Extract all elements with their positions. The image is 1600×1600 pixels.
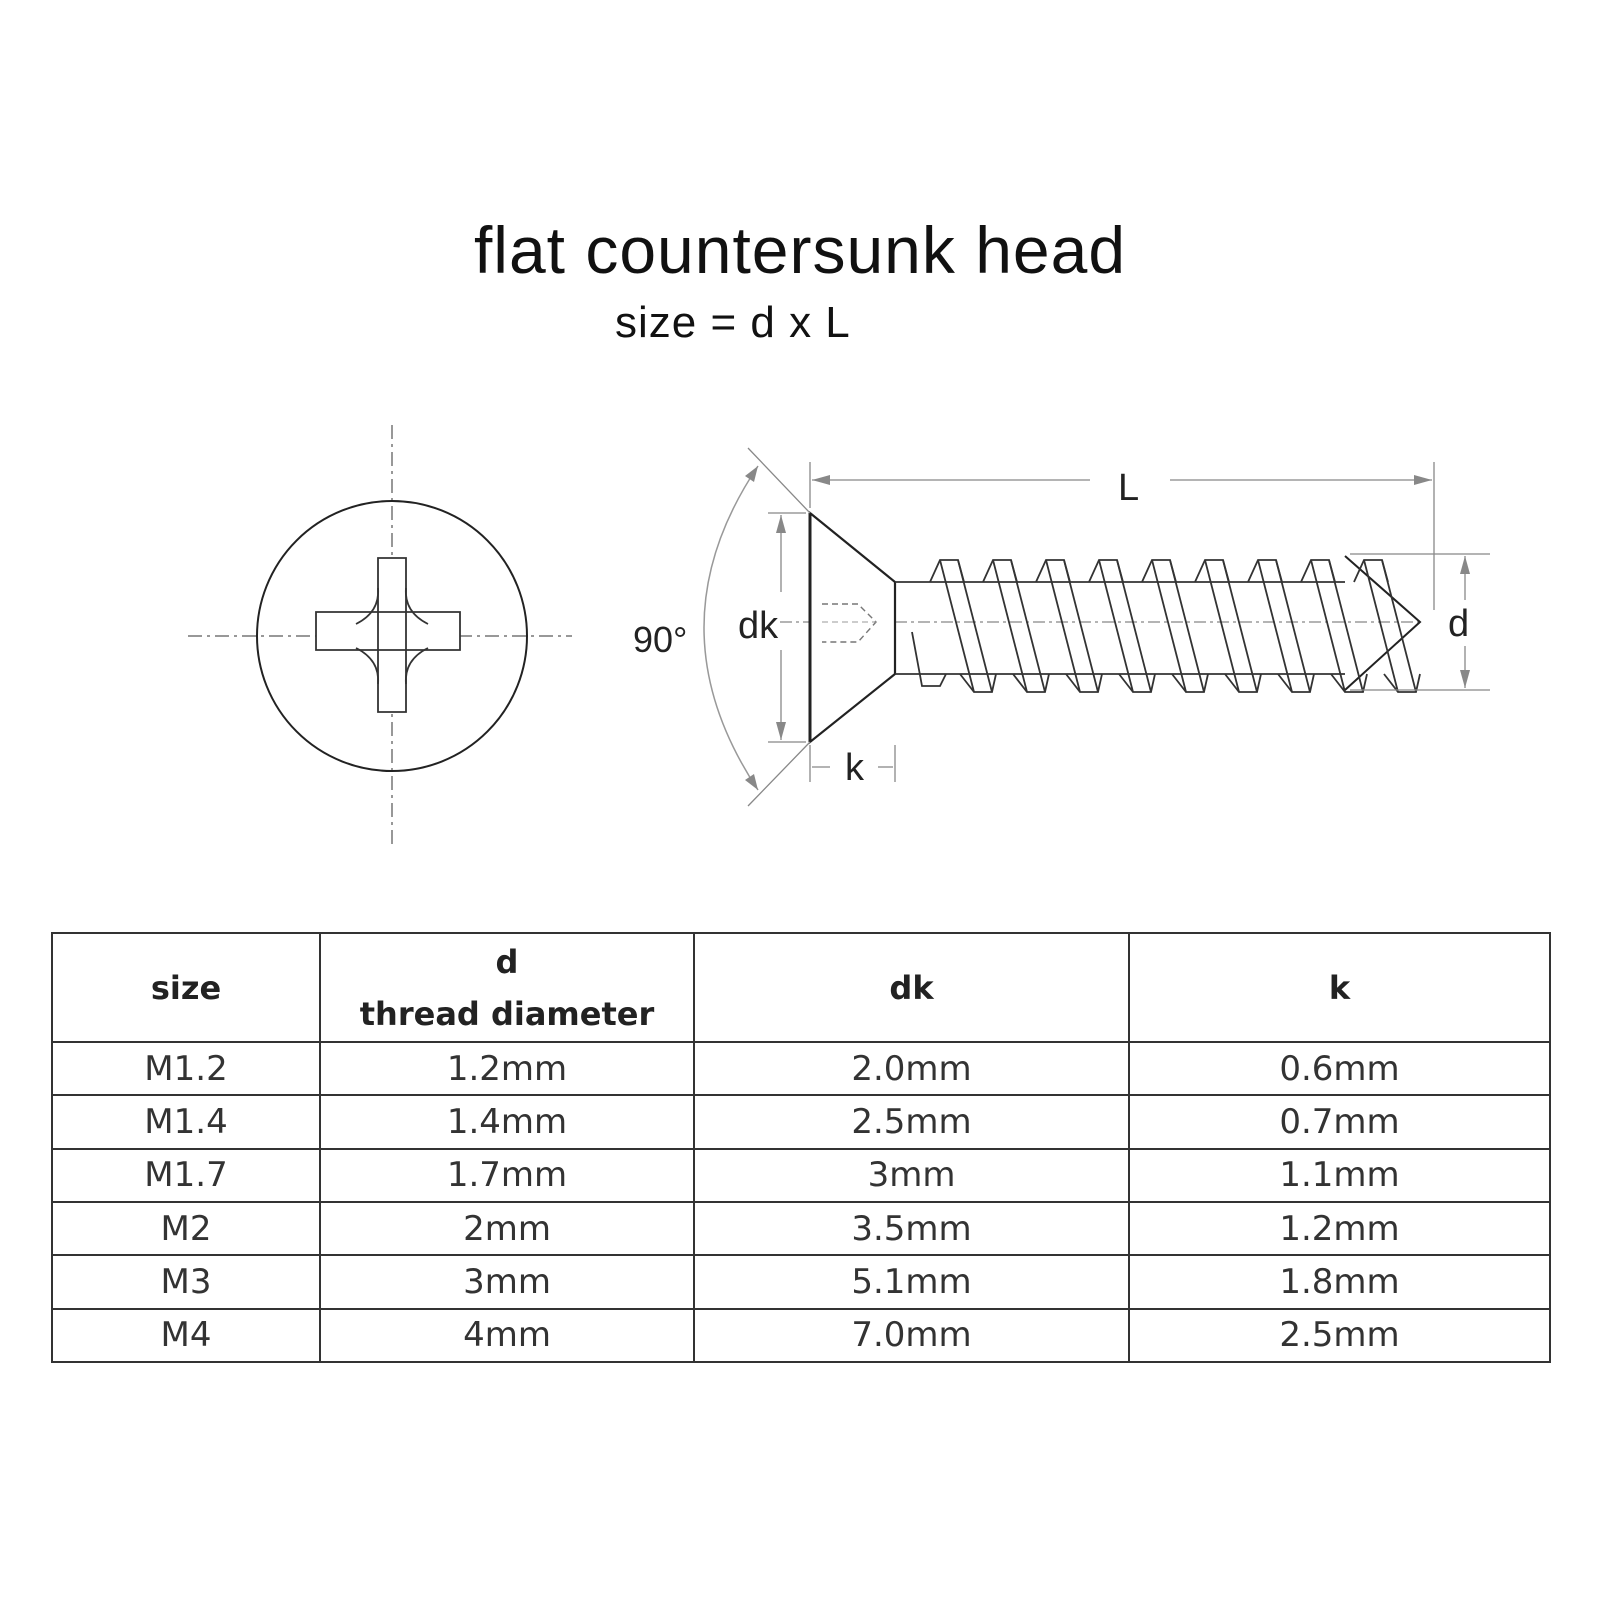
screw-side-view: [703, 447, 1490, 807]
thread-crest: [1277, 673, 1315, 693]
thread-crest: [1224, 673, 1262, 693]
thread-flank: [1275, 559, 1311, 693]
thread-crest: [1330, 673, 1368, 693]
thread-flank: [1169, 559, 1205, 693]
thread-flank: [1098, 559, 1134, 693]
cell-d: 2mm: [319, 1200, 695, 1257]
thread-flank: [1116, 559, 1152, 693]
thread-flank: [1222, 559, 1258, 693]
header-size: size: [51, 932, 321, 1043]
cell-dk: 2.0mm: [693, 1040, 1130, 1097]
thread-flank: [1381, 559, 1417, 693]
cell-size: M3: [51, 1254, 321, 1310]
cell-size: M2: [51, 1200, 321, 1257]
thread-crest: [959, 673, 997, 693]
size-formula: size = d x L: [615, 298, 851, 347]
thread-flank: [1328, 559, 1364, 693]
cell-k: 0.7mm: [1128, 1094, 1551, 1150]
dk-label: dk: [738, 605, 779, 647]
thread-flank: [1063, 559, 1099, 693]
thread-flank: [1257, 559, 1293, 693]
cell-dk: 2.5mm: [693, 1094, 1130, 1150]
header-k: k: [1128, 932, 1551, 1043]
header-thread-diameter: d thread diameter: [319, 932, 695, 1043]
thread-flank: [992, 559, 1028, 693]
table-row: M1.2 1.2mm 2.0mm 0.6mm: [51, 1040, 1551, 1097]
cell-k: 2.5mm: [1128, 1307, 1551, 1364]
cell-d: 1.7mm: [319, 1147, 695, 1203]
table-row: M1.7 1.7mm 3mm 1.1mm: [51, 1147, 1551, 1203]
cell-k: 1.1mm: [1128, 1147, 1551, 1203]
cell-dk: 7.0mm: [693, 1307, 1130, 1364]
header-d-symbol: d: [495, 942, 519, 981]
cell-k: 1.2mm: [1128, 1200, 1551, 1257]
thread-flank: [1310, 559, 1346, 693]
head-top-view: [188, 425, 572, 845]
cell-d: 3mm: [319, 1254, 695, 1310]
table-row: M4 4mm 7.0mm 2.5mm: [51, 1307, 1551, 1364]
phillips-cross-icon: [315, 557, 461, 713]
thread-flank: [1010, 559, 1046, 693]
thread-flank: [1151, 559, 1187, 693]
length-label: L: [1118, 467, 1139, 509]
cell-dk: 3.5mm: [693, 1200, 1130, 1257]
cell-d: 1.2mm: [319, 1040, 695, 1097]
thread-crest: [1118, 673, 1156, 693]
diameter-label: d: [1448, 603, 1469, 645]
thread-crest: [911, 631, 947, 687]
page-title: flat countersunk head: [473, 213, 1127, 287]
k-label: k: [845, 747, 865, 789]
thread-crest: [1065, 673, 1103, 693]
table-header-row: size d thread diameter dk k: [51, 932, 1551, 1043]
cell-size: M1.7: [51, 1147, 321, 1203]
thread-flank: [1363, 559, 1399, 693]
thread-crest: [1383, 673, 1421, 693]
cell-dk: 5.1mm: [693, 1254, 1130, 1310]
thread-crest: [1171, 673, 1209, 693]
cell-k: 1.8mm: [1128, 1254, 1551, 1310]
thread-flank: [939, 559, 975, 693]
thread-flank: [957, 559, 993, 693]
table-row: M1.4 1.4mm 2.5mm 0.7mm: [51, 1094, 1551, 1150]
table-row: M2 2mm 3.5mm 1.2mm: [51, 1200, 1551, 1257]
screw-drawing: 90° dk k L d: [188, 425, 1490, 845]
header-d-description: thread diameter: [359, 994, 655, 1033]
thread-crest: [1012, 673, 1050, 693]
cell-d: 1.4mm: [319, 1094, 695, 1150]
thread-flank: [1045, 559, 1081, 693]
cell-size: M1.2: [51, 1040, 321, 1097]
cell-size: M4: [51, 1307, 321, 1364]
size-table: size d thread diameter dk k M1.2 1.2mm 2…: [51, 932, 1551, 1364]
cell-size: M1.4: [51, 1094, 321, 1150]
table-row: M3 3mm 5.1mm 1.8mm: [51, 1254, 1551, 1310]
cell-dk: 3mm: [693, 1147, 1130, 1203]
angle-label: 90°: [633, 619, 687, 660]
header-dk: dk: [693, 932, 1130, 1043]
cell-k: 0.6mm: [1128, 1040, 1551, 1097]
cell-d: 4mm: [319, 1307, 695, 1364]
thread-flank: [1204, 559, 1240, 693]
